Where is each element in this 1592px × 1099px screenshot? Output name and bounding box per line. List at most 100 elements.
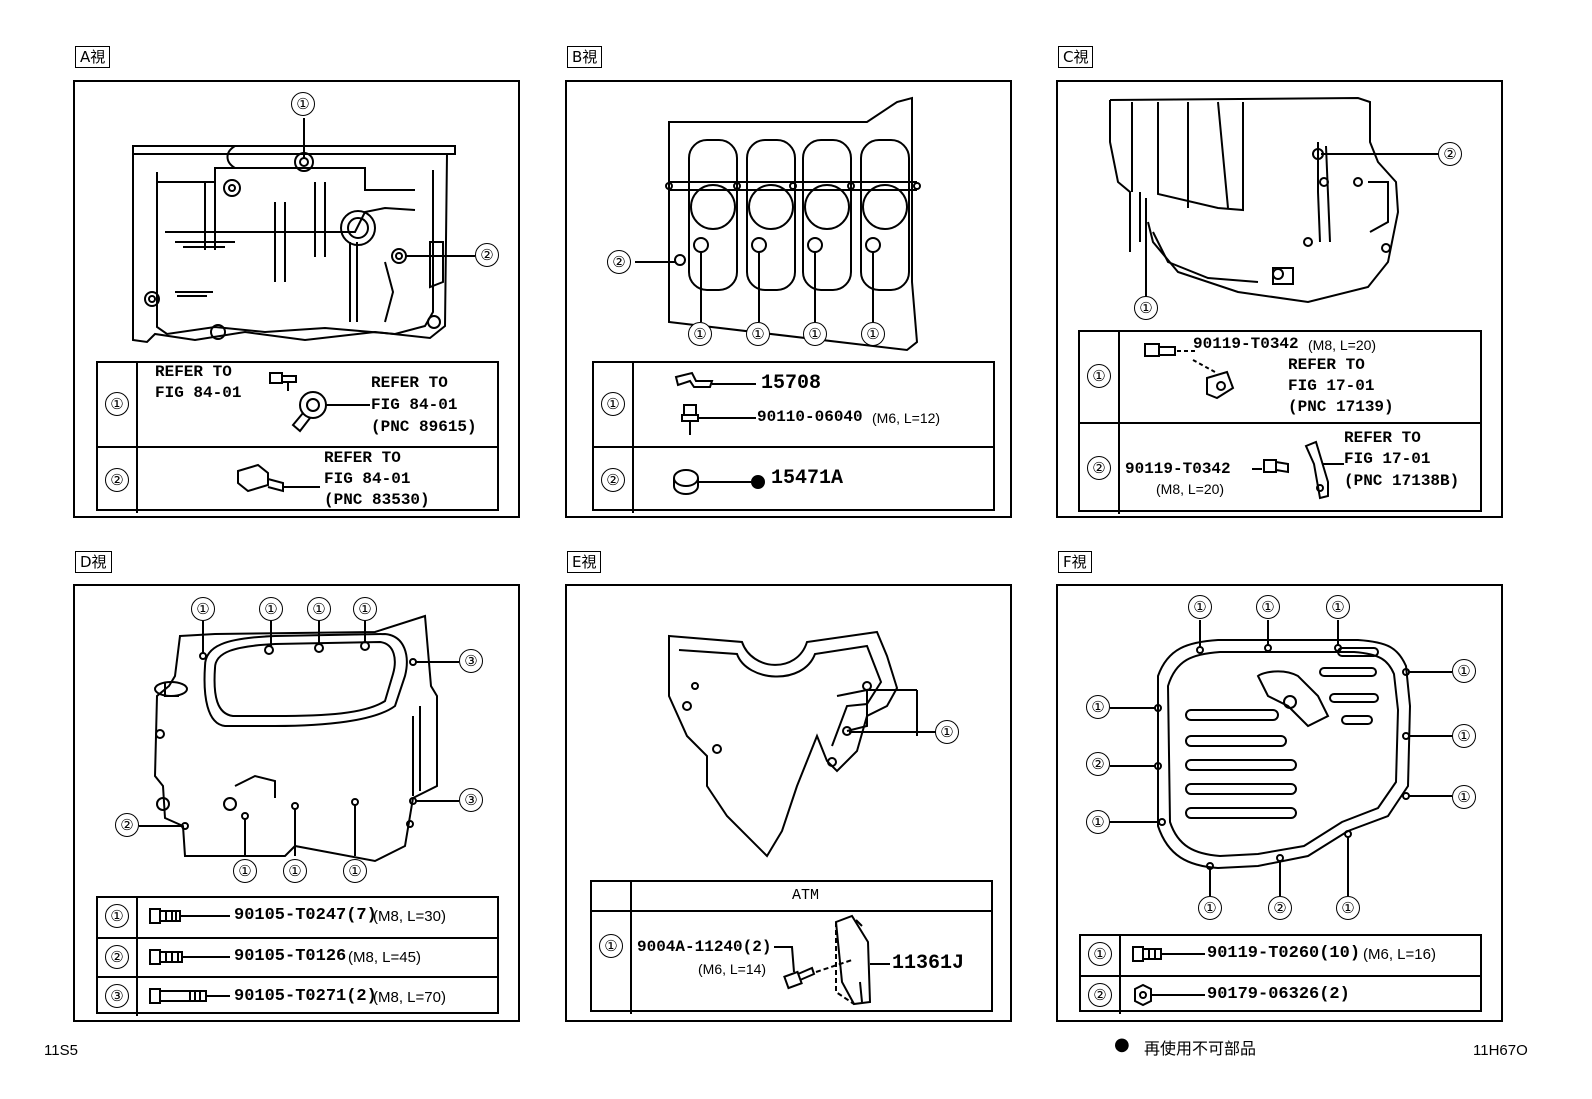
- panel-view-b: ② ① ① ① ① ① 15708 90110-06040 (M6, L=12)…: [565, 80, 1012, 518]
- callout-1-icon: ①: [1188, 595, 1212, 619]
- panel-view-f: ① ① ① ① ① ① ① ② ① ① ② ① ① 90119-T0260(10…: [1056, 584, 1503, 1022]
- callout-1-icon: ①: [1452, 724, 1476, 748]
- parts-table-b: ① 15708 90110-06040 (M6, L=12) ② 15471A: [592, 361, 995, 513]
- callout-1-icon: ①: [1452, 659, 1476, 683]
- callout-2-icon: ②: [1438, 142, 1462, 166]
- callout-2-icon: ②: [475, 243, 499, 267]
- ref-text: FIG 84-01: [155, 384, 242, 402]
- callout-1-icon: ①: [688, 322, 712, 346]
- callout-2-icon: ②: [115, 813, 139, 837]
- part-spec: (M8, L=45): [348, 949, 421, 966]
- part-number: 90119-T0342: [1193, 335, 1299, 353]
- engine-block-drawing-a: [132, 118, 475, 344]
- part-spec: (M8, L=20): [1308, 337, 1377, 353]
- callout-1-icon: ①: [861, 322, 885, 346]
- view-label-a: A視: [75, 46, 111, 68]
- row-callout-3-icon: ③: [105, 984, 129, 1008]
- bolt-icon: [149, 908, 230, 924]
- row-callout-1-icon: ①: [601, 392, 625, 416]
- drive-plate-cover-drawing-e: [668, 630, 937, 858]
- parts-row-1: ① 9004A-11240(2) (M6, L=14) 11361J: [592, 910, 991, 1014]
- callout-1-icon: ①: [291, 92, 315, 116]
- view-label-d: D視: [75, 551, 112, 573]
- parts-row-2: ② 15471A: [594, 446, 993, 513]
- parts-row-2: ② 90179-06326(2): [1081, 975, 1480, 1014]
- callout-1-icon: ①: [259, 597, 283, 621]
- callout-1-icon: ①: [233, 859, 257, 883]
- parts-table-c: ① 90119-T0342 (M8, L=20) REFER TO FIG 17…: [1078, 330, 1482, 514]
- row-callout-1-icon: ①: [1087, 364, 1111, 388]
- oil-pan-side-drawing-c: [1109, 96, 1438, 304]
- panel-view-d: ① ① ① ① ③ ③ ② ① ① ① ① 90105-T0247(7) (M8…: [73, 584, 520, 1022]
- bolt-cover-plate-icon: [774, 914, 890, 1006]
- bolt-bracket-icon: [1252, 440, 1344, 500]
- part-number: 15708: [761, 372, 822, 395]
- parts-row-1: ① REFER TO FIG 84-01 REFER TO FIG 84-01 …: [98, 363, 497, 446]
- nut-icon: [1134, 983, 1205, 1007]
- parts-row-1: ① 90119-T0260(10) (M6, L=16): [1081, 936, 1480, 975]
- callout-1-icon: ①: [803, 322, 827, 346]
- bolt-icon: [149, 949, 230, 965]
- part-spec: (M8, L=70): [373, 989, 446, 1006]
- callout-1-icon: ①: [1326, 595, 1350, 619]
- row-callout-2-icon: ②: [1088, 983, 1112, 1007]
- callout-1-icon: ①: [746, 322, 770, 346]
- row-callout-1-icon: ①: [1088, 942, 1112, 966]
- panel-view-e: ① ATM ① 9004A-11240(2) (M6, L=14) 11361J: [565, 584, 1012, 1022]
- ref-text: REFER TO: [371, 374, 448, 392]
- callout-1-icon: ①: [1452, 785, 1476, 809]
- row-callout-1-icon: ①: [105, 392, 129, 416]
- bolt-clamp-icon: [1144, 343, 1235, 400]
- view-label-e: E視: [567, 551, 602, 573]
- callout-1-icon: ①: [283, 859, 307, 883]
- footer-right-code: 11H67O: [1473, 1042, 1528, 1059]
- bracket-bolt-icon: [674, 371, 756, 435]
- callout-1-icon: ①: [1336, 896, 1360, 920]
- part-number: 9004A-11240(2): [637, 938, 772, 956]
- parts-row-1: ① 15708 90110-06040 (M6, L=12): [594, 363, 993, 446]
- panel-view-a: ① ② ① REFER TO FIG 84-01 REFER TO FIG 84…: [73, 80, 520, 518]
- ref-text: FIG 17-01: [1288, 377, 1375, 395]
- callout-2-icon: ②: [1086, 752, 1110, 776]
- part-number: 90110-06040: [757, 408, 863, 426]
- part-number: 90105-T0247(7): [234, 906, 377, 925]
- plug-cap-icon: [673, 469, 765, 495]
- callout-1-icon: ①: [1086, 810, 1110, 834]
- parts-row-2: ② REFER TO FIG 84-01 (PNC 83530): [98, 446, 497, 513]
- ref-text: FIG 84-01: [324, 470, 411, 488]
- part-number: 11361J: [892, 952, 965, 975]
- callout-1-icon: ①: [935, 720, 959, 744]
- long-bolt-icon: [149, 988, 230, 1004]
- callout-1-icon: ①: [1256, 595, 1280, 619]
- ref-text: REFER TO: [1288, 356, 1365, 374]
- part-number: 90119-T0342: [1125, 460, 1231, 478]
- bolt-icon: [1132, 946, 1205, 962]
- row-callout-2-icon: ②: [1087, 456, 1111, 480]
- view-label-f: F視: [1058, 551, 1092, 573]
- callout-1-icon: ①: [307, 597, 331, 621]
- oil-pan-bottom-drawing-d: [139, 614, 459, 863]
- ref-text: (PNC 89615): [371, 418, 477, 436]
- parts-table-f: ① 90119-T0260(10) (M6, L=16) ② 90179-063…: [1079, 934, 1482, 1014]
- part-number: 90179-06326(2): [1207, 985, 1350, 1004]
- part-number: 90105-T0271(2): [234, 987, 377, 1006]
- callout-1-icon: ①: [353, 597, 377, 621]
- part-spec: (M6, L=14): [698, 961, 767, 977]
- callout-1-icon: ①: [191, 597, 215, 621]
- table-header-atm: ATM: [792, 887, 820, 904]
- ref-text: (PNC 83530): [324, 491, 430, 509]
- ref-text: REFER TO: [1344, 429, 1421, 447]
- ref-text: (PNC 17138B): [1344, 472, 1460, 490]
- footer-legend-text: 再使用不可部品: [1144, 1039, 1257, 1058]
- view-label-c: C視: [1058, 46, 1094, 68]
- parts-table-e: ATM ① 9004A-11240(2) (M6, L=14) 11361J: [590, 880, 993, 1014]
- part-number: 15471A: [771, 467, 844, 490]
- parts-table-d: ① 90105-T0247(7) (M8, L=30) ② 90105-T012…: [96, 896, 499, 1016]
- ref-text: (PNC 17139): [1288, 398, 1394, 416]
- ref-text: REFER TO: [155, 363, 232, 381]
- ref-text: FIG 17-01: [1344, 450, 1431, 468]
- parts-table-a: ① REFER TO FIG 84-01 REFER TO FIG 84-01 …: [96, 361, 499, 513]
- part-spec: (M6, L=16): [1363, 946, 1436, 963]
- row-callout-1-icon: ①: [105, 904, 129, 928]
- callout-1-icon: ①: [1086, 695, 1110, 719]
